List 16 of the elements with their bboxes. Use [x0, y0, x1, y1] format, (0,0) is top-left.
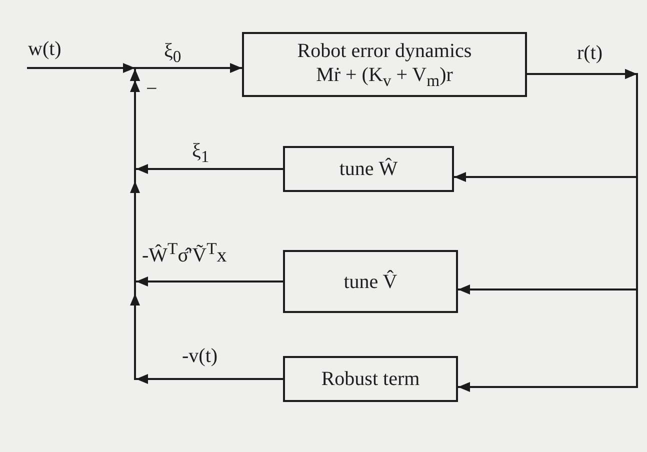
process-box: [283, 250, 458, 313]
arrow: [130, 69, 283, 384]
box-title: Robot error dynamics: [297, 38, 472, 62]
arrow: [458, 69, 638, 392]
process-box: [283, 146, 454, 192]
process-box: [242, 32, 527, 97]
process-box: [283, 356, 458, 402]
box-title: Robust term: [321, 367, 420, 391]
arrow: [27, 63, 242, 73]
box-title: tune Ŵ: [339, 157, 398, 181]
box-title: tune V̂: [344, 270, 398, 294]
equation: Mṙ + (K$_{v}$ + V$_{m}$)r: [316, 62, 453, 90]
signal-label: w(t): [27, 38, 62, 60]
edge-label: r(t): [575, 42, 605, 64]
sign-label: −: [145, 78, 158, 100]
edge-label: -v(t): [180, 345, 220, 367]
